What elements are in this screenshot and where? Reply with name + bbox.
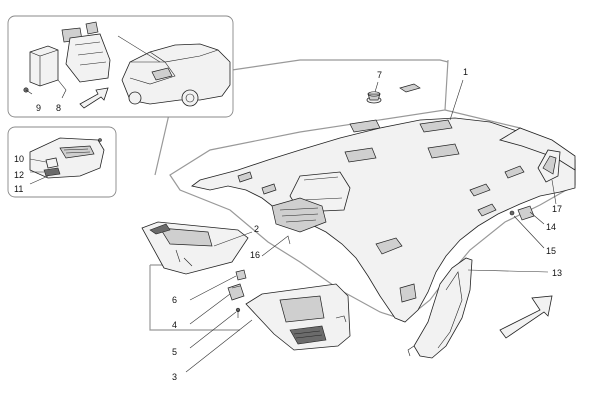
slot <box>469 183 491 197</box>
pad-7b <box>399 83 421 93</box>
direction-arrow-icon <box>499 295 553 339</box>
light-inset: 10 12 11 <box>7 126 117 198</box>
callout-14: 14 <box>546 222 556 232</box>
callout-10: 10 <box>14 154 24 164</box>
sun-visor-left <box>141 221 249 275</box>
lens-12 <box>43 167 61 177</box>
arrow-icon <box>79 87 109 109</box>
pad-rear <box>399 283 417 303</box>
clip-6 <box>235 269 247 281</box>
slot <box>477 203 497 217</box>
roof-pad <box>349 119 381 133</box>
callout-9: 9 <box>36 103 41 113</box>
callout-6: 6 <box>172 295 177 305</box>
callout-1: 1 <box>463 67 468 77</box>
callout-13: 13 <box>552 268 562 278</box>
callout-7: 7 <box>377 70 382 80</box>
callout-5: 5 <box>172 347 177 357</box>
pillar-trim-13 <box>413 257 473 359</box>
sun-visor-right <box>245 283 351 351</box>
clip-7 <box>366 83 421 104</box>
callout-17: 17 <box>552 204 562 214</box>
handle-recess <box>237 171 253 183</box>
bulb-10 <box>45 157 59 169</box>
rear-strip <box>498 127 576 171</box>
screw-15 <box>509 210 515 216</box>
handle-recess <box>375 237 403 255</box>
control-module <box>29 45 59 87</box>
callout-3: 3 <box>172 372 177 382</box>
car-inset: 9 8 <box>7 15 234 118</box>
callout-4: 4 <box>172 320 177 330</box>
car-front-wheel <box>181 89 199 107</box>
headliner-outline <box>169 59 576 321</box>
callout-12: 12 <box>14 170 24 180</box>
car-rear-wheel <box>128 91 142 105</box>
visor-bracket-4 <box>227 283 245 301</box>
callout-8: 8 <box>56 103 61 113</box>
callout-2: 2 <box>254 224 259 234</box>
callout-16: 16 <box>250 250 260 260</box>
headliner <box>191 117 576 323</box>
car-body <box>121 43 231 105</box>
callout-15: 15 <box>546 246 556 256</box>
roof-pad <box>427 143 460 159</box>
callout-11: 11 <box>14 184 23 194</box>
module-bracket <box>65 33 111 83</box>
slot <box>504 165 525 179</box>
roof-pad <box>419 119 453 133</box>
clip-14 <box>517 205 535 221</box>
handle-recess <box>261 183 277 195</box>
roof-pad <box>344 147 377 163</box>
